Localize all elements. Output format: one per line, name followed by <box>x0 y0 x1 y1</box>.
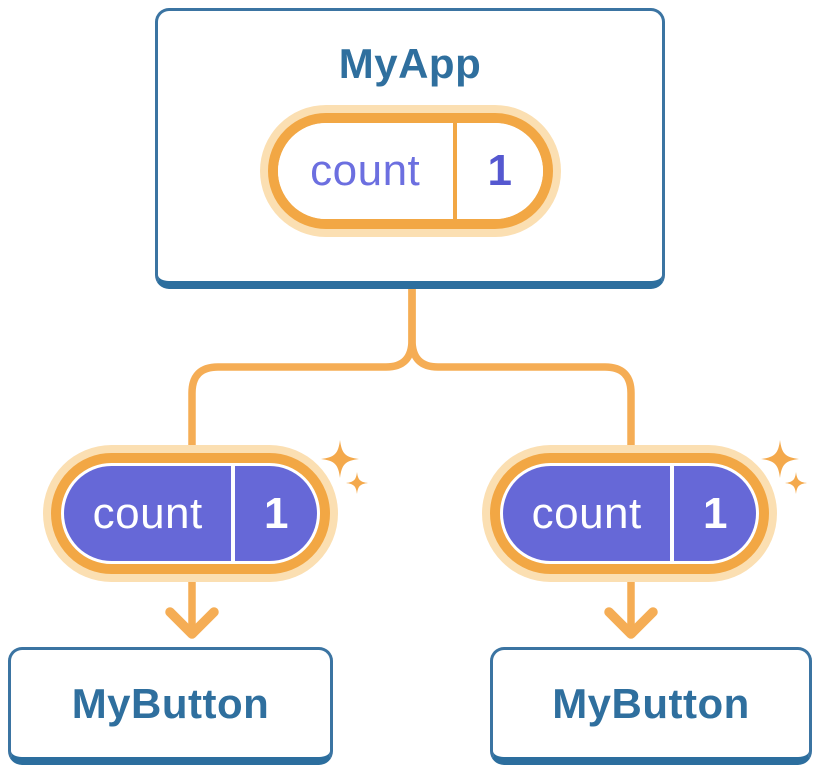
pill-divider <box>452 123 457 219</box>
sparkle-icon <box>785 472 807 494</box>
state-pill-core: count 1 <box>277 123 543 219</box>
prop-value: 1 <box>263 488 289 538</box>
pill-divider <box>231 466 236 561</box>
component-title: MyApp <box>338 40 482 87</box>
state-pill-ring: count 1 <box>267 113 553 229</box>
component-title: MyButton <box>552 679 750 727</box>
component-card-myapp: MyApp count 1 <box>155 8 665 289</box>
connector-line-right <box>408 272 635 632</box>
sparkle-icon <box>346 472 368 494</box>
prop-value: 1 <box>702 488 728 538</box>
prop-pill-ring: count 1 <box>51 453 330 574</box>
arrow-down-icon <box>604 607 658 639</box>
prop-pill-core: count 1 <box>503 466 756 561</box>
prop-pill-core: count 1 <box>64 466 317 561</box>
prop-pill-left: count 1 <box>43 445 338 582</box>
pill-divider <box>670 466 675 561</box>
component-title: MyButton <box>71 679 270 727</box>
state-label: count <box>310 146 421 195</box>
prop-label: count <box>531 488 642 538</box>
prop-pill-right: count 1 <box>482 445 777 582</box>
component-card-mybutton-right: MyButton <box>490 647 812 765</box>
prop-pill-ring: count 1 <box>490 453 769 574</box>
prop-label: count <box>92 488 203 538</box>
component-card-mybutton-left: MyButton <box>8 647 333 765</box>
state-pill: count 1 <box>259 105 561 237</box>
state-value: 1 <box>487 146 512 195</box>
sparkle-icon <box>321 440 359 478</box>
arrow-down-icon <box>165 607 219 639</box>
sparkle-icon <box>761 440 799 478</box>
